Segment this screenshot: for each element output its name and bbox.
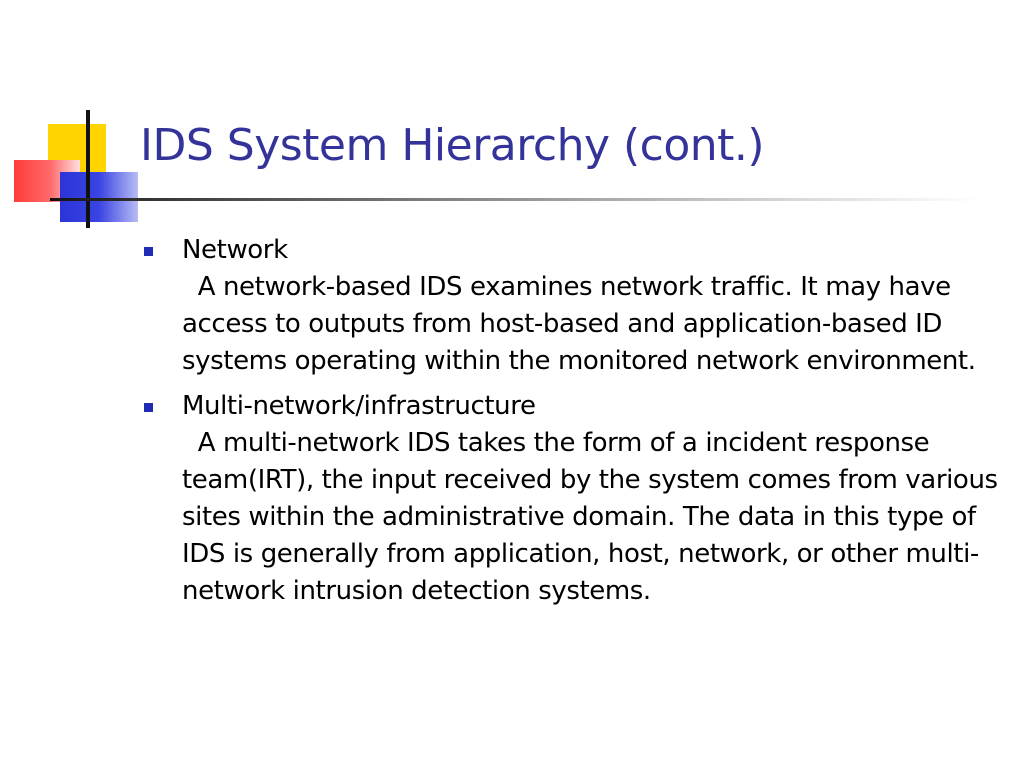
bullet-item-multi-network: Multi-network/infrastructure A multi-net… (144, 388, 1004, 610)
bullet-heading: Multi-network/infrastructure (182, 391, 536, 421)
bullet-item-network: Network A network-based IDS examines net… (144, 232, 1004, 380)
square-bullet-icon (144, 247, 153, 256)
bullet-description: A network-based IDS examines network tra… (182, 272, 976, 376)
bullet-description: A multi-network IDS takes the form of a … (182, 428, 998, 606)
title-underline-rule (50, 198, 980, 201)
square-bullet-icon (144, 403, 153, 412)
blue-square-decoration (60, 172, 138, 222)
slide-content: Network A network-based IDS examines net… (144, 232, 1004, 618)
vertical-rule-decoration (86, 110, 90, 228)
slide-title: IDS System Hierarchy (cont.) (140, 120, 765, 171)
bullet-heading: Network (182, 235, 288, 265)
